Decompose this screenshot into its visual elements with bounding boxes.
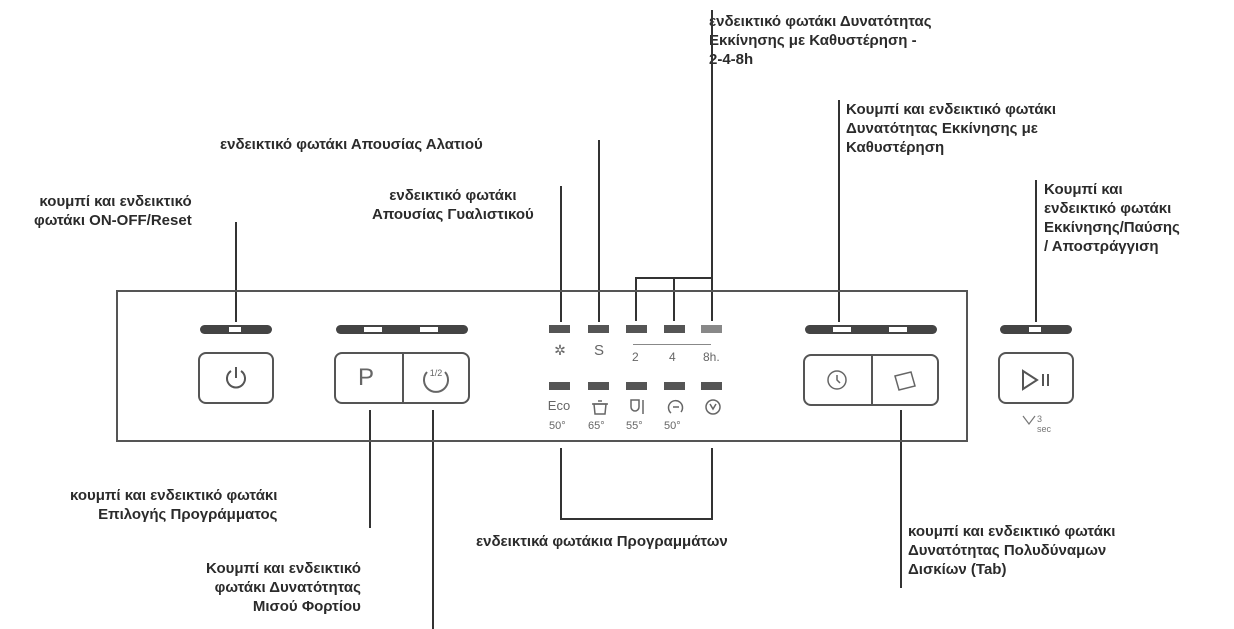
label-tab: κουμπί και ενδεικτικό φωτάκι Δυνατότητας… — [908, 523, 1116, 578]
program-button-label: P — [358, 364, 375, 391]
onoff-button[interactable] — [198, 352, 274, 404]
delay-8h-led — [701, 325, 722, 333]
program-temp-quick: 50° — [664, 420, 681, 432]
leader-onoff — [235, 222, 237, 322]
leader-tab — [900, 410, 902, 588]
label-program-select: κουμπί και ενδεικτικό φωτάκι Επιλογής Πρ… — [70, 487, 278, 523]
program-led-quick — [664, 382, 685, 390]
label-start-pause: Κουμπί και ενδεικτικό φωτάκι Εκκίνησης/Π… — [1044, 181, 1180, 255]
label-rinse-led: ενδεικτικό φωτάκι Απουσίας Γυαλιστικού — [372, 187, 534, 223]
start-indicator-bar — [1000, 325, 1072, 334]
tab-icon — [894, 371, 916, 391]
label-delay-led: ενδεικτικό φωτάκι Δυνατότητας Εκκίνησης … — [709, 13, 932, 68]
label-salt-led: ενδεικτικό φωτάκι Απουσίας Αλατιού — [220, 136, 483, 153]
rinse-aid-icon: ✲ — [554, 342, 566, 358]
leader-delay-button — [838, 100, 840, 322]
half-load-button[interactable]: 1/2 — [404, 354, 468, 402]
program-indicator-bar — [336, 325, 468, 334]
delay-tick-8: 8h. — [703, 350, 720, 364]
program-halfload-group: P 1/2 — [334, 352, 470, 404]
program-temp-glass: 55° — [626, 420, 643, 432]
eco-icon: Eco — [547, 398, 571, 413]
half-load-icon: 1/2 — [423, 368, 449, 393]
program-temp-intensive: 65° — [588, 420, 605, 432]
salt-icon: S — [593, 342, 604, 359]
program-temp-eco: 50° — [549, 420, 566, 432]
label-onoff: κουμπί και ενδεικτικό φωτάκι ON-OFF/Rese… — [34, 193, 192, 229]
delay-clock-icon — [827, 370, 847, 390]
label-delay-button: Κουμπί και ενδεικτικό φωτάκι Δυνατότητας… — [846, 101, 1057, 156]
play-pause-icon — [1022, 369, 1049, 391]
tab-button[interactable] — [873, 356, 937, 404]
onoff-indicator-bar — [200, 325, 272, 334]
label-program-leds: ενδεικτικά φωτάκια Προγραμμάτων — [476, 533, 728, 550]
delay-scale-line — [633, 344, 711, 345]
leader-delay-led — [711, 10, 713, 278]
prewash-icon — [705, 399, 721, 415]
drain-icon — [1022, 415, 1036, 425]
label-half-load: Κουμπί και ενδεικτικό φωτάκι Δυνατότητας… — [206, 560, 361, 615]
leader-rinse-led — [560, 186, 562, 322]
quick-icon — [667, 399, 684, 414]
delay-2h-led — [626, 325, 647, 333]
leader-program-select — [369, 410, 371, 528]
pot-icon — [592, 400, 608, 415]
leader-program-leds-right — [711, 448, 713, 520]
leader-delay-bracket-4 — [673, 277, 675, 321]
delay-tick-4: 4 — [669, 350, 676, 364]
program-led-prewash — [701, 382, 722, 390]
delay-4h-led — [664, 325, 685, 333]
leader-half-load — [432, 410, 434, 629]
program-button[interactable]: P — [336, 354, 404, 402]
leader-salt-led — [598, 140, 600, 322]
drain-hint: 3 sec — [1037, 414, 1052, 434]
delay-tab-group — [803, 354, 939, 406]
leader-delay-bracket-2 — [635, 277, 637, 321]
rinse-aid-led — [549, 325, 570, 333]
control-panel: P 1/2 ✲ S 2 4 8h. Eco — [116, 290, 1074, 442]
delay-tab-indicator-bar — [805, 325, 937, 334]
start-pause-button[interactable] — [998, 352, 1074, 404]
leader-start-pause — [1035, 180, 1037, 322]
program-led-glass — [626, 382, 647, 390]
glasses-icon — [630, 399, 644, 414]
delay-start-button[interactable] — [805, 356, 873, 404]
leader-program-leds-bottom — [560, 518, 713, 520]
half-load-label: 1/2 — [430, 368, 443, 378]
power-icon — [226, 367, 246, 389]
leader-delay-bracket-8 — [711, 277, 713, 321]
program-led-intensive — [588, 382, 609, 390]
salt-led — [588, 325, 609, 333]
leader-program-leds-left — [560, 448, 562, 520]
delay-tick-2: 2 — [632, 350, 639, 364]
program-led-eco — [549, 382, 570, 390]
